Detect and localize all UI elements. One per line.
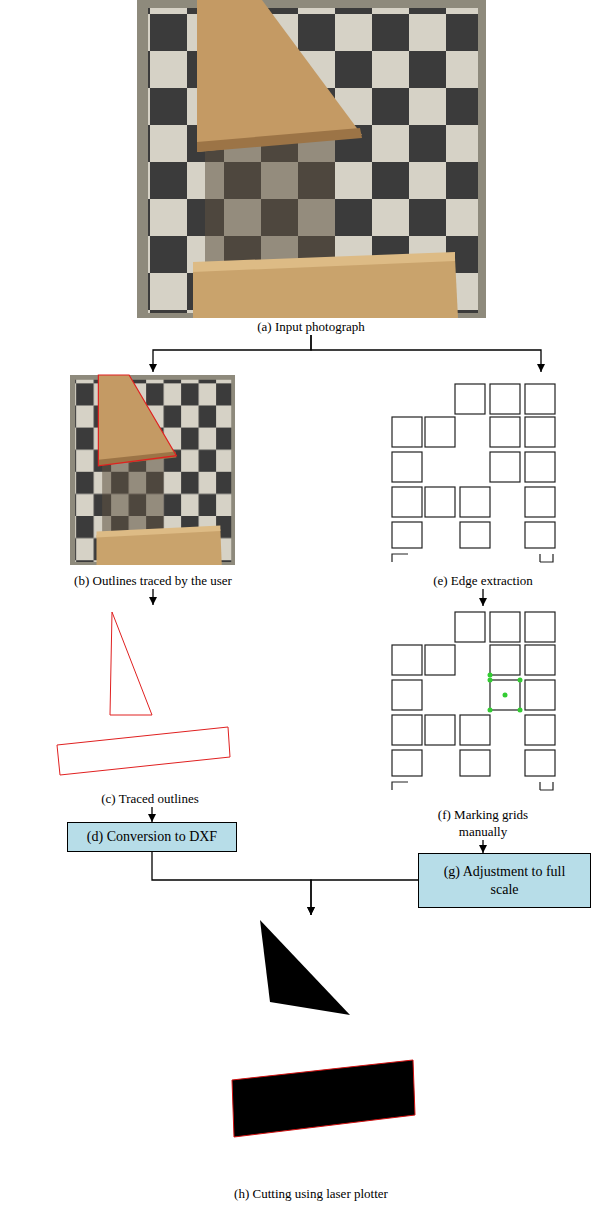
figure-caption: (b) Outlines traced by the user xyxy=(38,572,268,589)
flow-connector xyxy=(153,335,311,372)
grid-mark xyxy=(518,678,523,683)
image-area xyxy=(393,606,573,806)
outline-rectangle xyxy=(57,727,230,775)
box-label: (g) Adjustment to full scale xyxy=(441,863,568,899)
grid-mark xyxy=(503,693,508,698)
arrow-head xyxy=(307,907,315,915)
figure-panel: (f) Marking grids manually xyxy=(393,606,573,840)
flow-connector xyxy=(311,335,541,372)
grid-mark xyxy=(488,708,493,713)
arrow-head xyxy=(479,845,487,853)
traced-photo xyxy=(70,375,235,565)
image-area xyxy=(38,372,268,572)
input-photo xyxy=(137,0,486,318)
grid-mark xyxy=(488,678,493,683)
marked-grid xyxy=(392,612,555,790)
figure-caption: (e) Edge extraction xyxy=(393,572,573,589)
edge-image xyxy=(392,384,555,562)
outline-triangle xyxy=(110,612,152,715)
figure-panel: (e) Edge extraction xyxy=(393,372,573,589)
traced-triangle xyxy=(98,375,176,466)
process-box: (g) Adjustment to full scale xyxy=(418,853,591,908)
grid-mark xyxy=(518,708,523,713)
image-area xyxy=(196,915,426,1185)
figure-caption: (c) Traced outlines xyxy=(40,790,260,807)
figure-panel: (h) Cutting using laser plotter xyxy=(196,915,426,1202)
arrow-head xyxy=(149,364,157,372)
flow-connector xyxy=(311,880,418,915)
cut-rectangle xyxy=(232,1060,415,1137)
figure-panel: (c) Traced outlines xyxy=(40,605,260,807)
edge-image-copy xyxy=(392,612,555,790)
arrow-head xyxy=(148,814,156,822)
arrow-head xyxy=(307,907,315,915)
figure-caption: (a) Input photograph xyxy=(161,318,461,335)
arrow-head xyxy=(479,598,487,606)
figure-panel: (a) Input photograph xyxy=(161,0,461,335)
figure-caption: (f) Marking grids manually xyxy=(422,806,544,840)
figure-panel: (b) Outlines traced by the user xyxy=(38,372,268,589)
image-area xyxy=(393,372,573,572)
figure-caption: (h) Cutting using laser plotter xyxy=(196,1185,426,1202)
cut-triangle xyxy=(260,920,350,1015)
image-area xyxy=(161,0,461,318)
grid-mark xyxy=(488,673,493,678)
photo-thumbnail xyxy=(70,375,235,565)
arrow-head xyxy=(537,364,545,372)
flow-connector xyxy=(152,852,311,915)
process-box: (d) Conversion to DXF xyxy=(67,822,237,852)
image-area xyxy=(40,605,260,790)
box-label: (d) Conversion to DXF xyxy=(87,828,217,846)
arrow-head xyxy=(149,597,157,605)
